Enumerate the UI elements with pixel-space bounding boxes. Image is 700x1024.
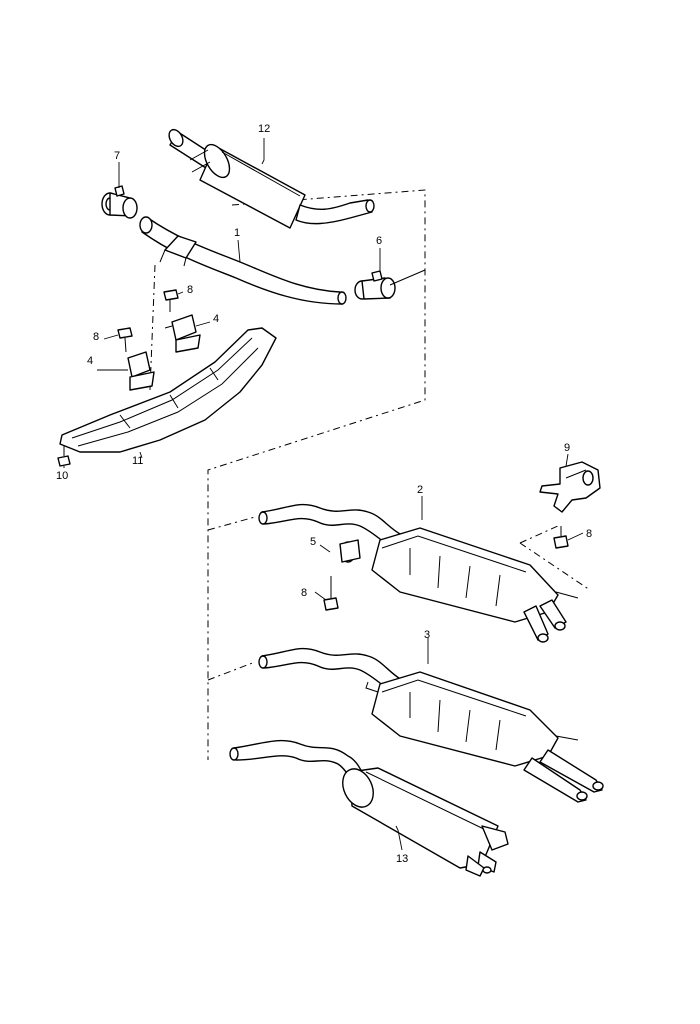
- callout-8-right: 8: [586, 528, 592, 540]
- front-silencer-12[interactable]: [166, 127, 375, 229]
- front-pipe-1[interactable]: [139, 216, 347, 305]
- rear-muffler-2[interactable]: [258, 503, 579, 643]
- bolt-8-upper[interactable]: [163, 289, 179, 312]
- hanger-bracket-9[interactable]: [539, 461, 601, 513]
- callout-2: 2: [417, 484, 423, 496]
- rear-muffler-3[interactable]: [258, 647, 604, 803]
- callout-10: 10: [56, 470, 68, 482]
- callout-12: 12: [258, 123, 270, 135]
- callout-3: 3: [424, 629, 430, 641]
- callout-1: 1: [234, 227, 240, 239]
- callout-4-lower: 4: [87, 355, 93, 367]
- rear-silencer-13[interactable]: [229, 739, 509, 877]
- clamp-5[interactable]: [339, 539, 361, 563]
- callout-5: 5: [310, 536, 316, 548]
- bracket-4-lower[interactable]: [127, 351, 155, 391]
- callout-8-lower: 8: [301, 587, 307, 599]
- callout-6: 6: [376, 235, 382, 247]
- callout-7: 7: [114, 150, 120, 162]
- heat-shield-11[interactable]: [59, 327, 277, 453]
- callout-11: 11: [132, 455, 143, 467]
- callout-8-left: 8: [93, 331, 99, 343]
- callout-8-upper: 8: [187, 284, 193, 296]
- bolt-8-right[interactable]: [553, 526, 569, 549]
- nut-10[interactable]: [57, 446, 71, 467]
- clamp-6[interactable]: [354, 269, 426, 300]
- clamp-7[interactable]: [101, 185, 138, 219]
- bolt-8-lower[interactable]: [323, 576, 339, 611]
- leader-lines: [63, 138, 584, 851]
- callout-4-upper: 4: [213, 313, 219, 325]
- bracket-4-upper[interactable]: [164, 314, 201, 353]
- callout-9: 9: [564, 442, 570, 454]
- callout-labels: 12 7 1 6 8 4 8 4 11 10 9 2 8 5 8 3 13: [56, 123, 592, 865]
- callout-13: 13: [396, 853, 408, 865]
- assembly-boundary-lines: [149, 189, 591, 760]
- bolt-8-left[interactable]: [117, 327, 133, 353]
